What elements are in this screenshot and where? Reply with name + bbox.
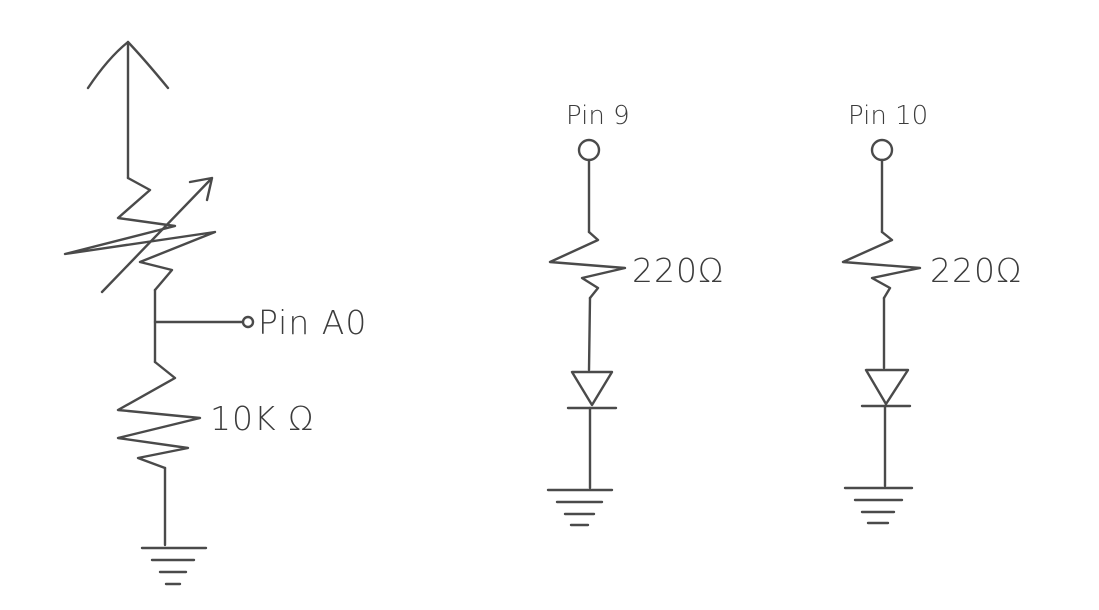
ground-symbol-icon [843, 486, 914, 525]
variable-resistor-icon [63, 176, 217, 292]
fixed-resistor-label: 10K Ω [210, 399, 314, 438]
led-circuit-pin-9: Pin 9 220Ω [546, 101, 724, 527]
resistor-220-label: 220Ω [930, 251, 1022, 290]
resistor-220-icon [841, 230, 922, 300]
ground-symbol-icon [546, 488, 614, 527]
sensor-divider-circuit: Pin A0 10K Ω [63, 40, 367, 586]
pin-10-terminal-icon [870, 138, 894, 162]
sensor-indicator-arrow-icon [100, 176, 214, 294]
ground-symbol-icon [140, 546, 208, 586]
led-diode-icon [566, 370, 618, 410]
pin-a0-label: Pin A0 [258, 303, 367, 342]
resistor-220-icon [548, 230, 627, 300]
pin-9-terminal-icon [577, 138, 601, 162]
led-circuit-pin-10: Pin 10 220Ω [841, 101, 1022, 525]
pin-9-label: Pin 9 [566, 101, 630, 131]
led-diode-icon [860, 368, 912, 408]
resistor-to-led-wire [587, 296, 592, 372]
fixed-resistor-icon [116, 360, 202, 470]
pin-10-label: Pin 10 [848, 101, 928, 131]
resistor-220-label: 220Ω [632, 251, 724, 290]
pin-a0-terminal-icon [241, 315, 255, 329]
